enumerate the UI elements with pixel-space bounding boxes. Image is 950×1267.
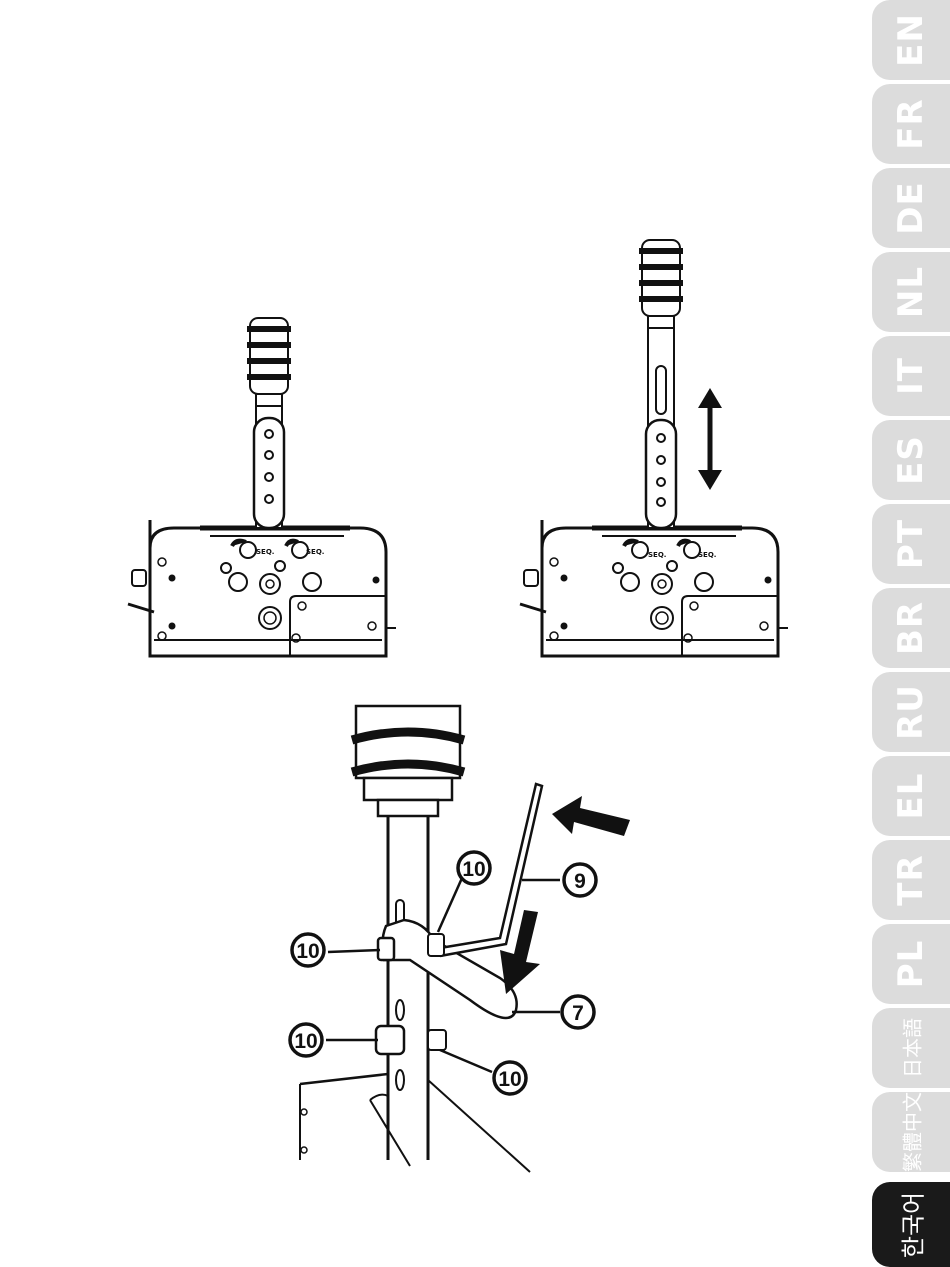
tab-label: IT	[891, 357, 931, 395]
tab-language-el[interactable]: EL	[872, 756, 950, 836]
tab-label: PL	[891, 940, 931, 989]
tab-language-de[interactable]: DE	[872, 168, 950, 248]
tab-language-tr[interactable]: TR	[872, 840, 950, 920]
tab-label: RU	[891, 684, 931, 740]
illustration-canvas: SEQ. SEQ. SEQ. SEQ.	[0, 0, 868, 1267]
figure-shifter-lowered: SEQ. SEQ.	[128, 318, 396, 656]
tab-language-fr[interactable]: FR	[872, 84, 950, 164]
tab-language-ja[interactable]: 日本語	[872, 1008, 950, 1088]
tab-label: PT	[891, 519, 931, 569]
seq-label: SEQ.	[306, 548, 324, 556]
tab-language-zh-tw[interactable]: 繁體中文	[872, 1092, 950, 1172]
double-arrow-icon	[698, 388, 722, 490]
tab-language-ko[interactable]: 한국어	[872, 1182, 950, 1267]
tab-label: ES	[891, 435, 931, 485]
tab-language-br[interactable]: BR	[872, 588, 950, 668]
svg-text:9: 9	[574, 870, 586, 893]
callout-10-right-lower: 10	[494, 1062, 526, 1094]
figure-shifter-raised: SEQ. SEQ.	[520, 240, 788, 656]
svg-text:10: 10	[462, 858, 485, 881]
tab-label: TR	[891, 854, 931, 905]
tab-label: EL	[891, 773, 931, 820]
language-sidebar: EN FR DE NL IT ES PT BR RU EL TR PL 日本語 …	[868, 0, 950, 1267]
callout-7: 7	[562, 996, 594, 1028]
seq-label: SEQ.	[256, 548, 274, 556]
tab-language-pt[interactable]: PT	[872, 504, 950, 584]
tab-language-es[interactable]: ES	[872, 420, 950, 500]
tab-label: EN	[891, 13, 931, 67]
tab-label: 日本語	[897, 1018, 926, 1078]
svg-text:10: 10	[294, 1030, 317, 1053]
figure-adjustment-closeup	[300, 706, 630, 1172]
callout-9: 9	[564, 864, 596, 896]
seq-label: SEQ.	[648, 551, 666, 559]
tab-language-nl[interactable]: NL	[872, 252, 950, 332]
tab-language-ru[interactable]: RU	[872, 672, 950, 752]
tab-language-pl[interactable]: PL	[872, 924, 950, 1004]
svg-text:10: 10	[296, 940, 319, 963]
tab-language-it[interactable]: IT	[872, 336, 950, 416]
svg-text:10: 10	[498, 1068, 521, 1091]
tab-language-en[interactable]: EN	[872, 0, 950, 80]
tab-label: BR	[891, 601, 931, 655]
tab-label: 한국어	[894, 1191, 929, 1257]
callout-10-left-lower: 10	[290, 1024, 322, 1056]
tab-label: FR	[891, 98, 931, 149]
callout-10-left-upper: 10	[292, 934, 324, 966]
callout-10-top: 10	[458, 852, 490, 884]
svg-text:7: 7	[572, 1002, 584, 1025]
tab-label: 繁體中文	[897, 1092, 926, 1172]
tab-label: NL	[891, 266, 931, 318]
seq-label: SEQ.	[698, 551, 716, 559]
tab-label: DE	[891, 181, 931, 234]
